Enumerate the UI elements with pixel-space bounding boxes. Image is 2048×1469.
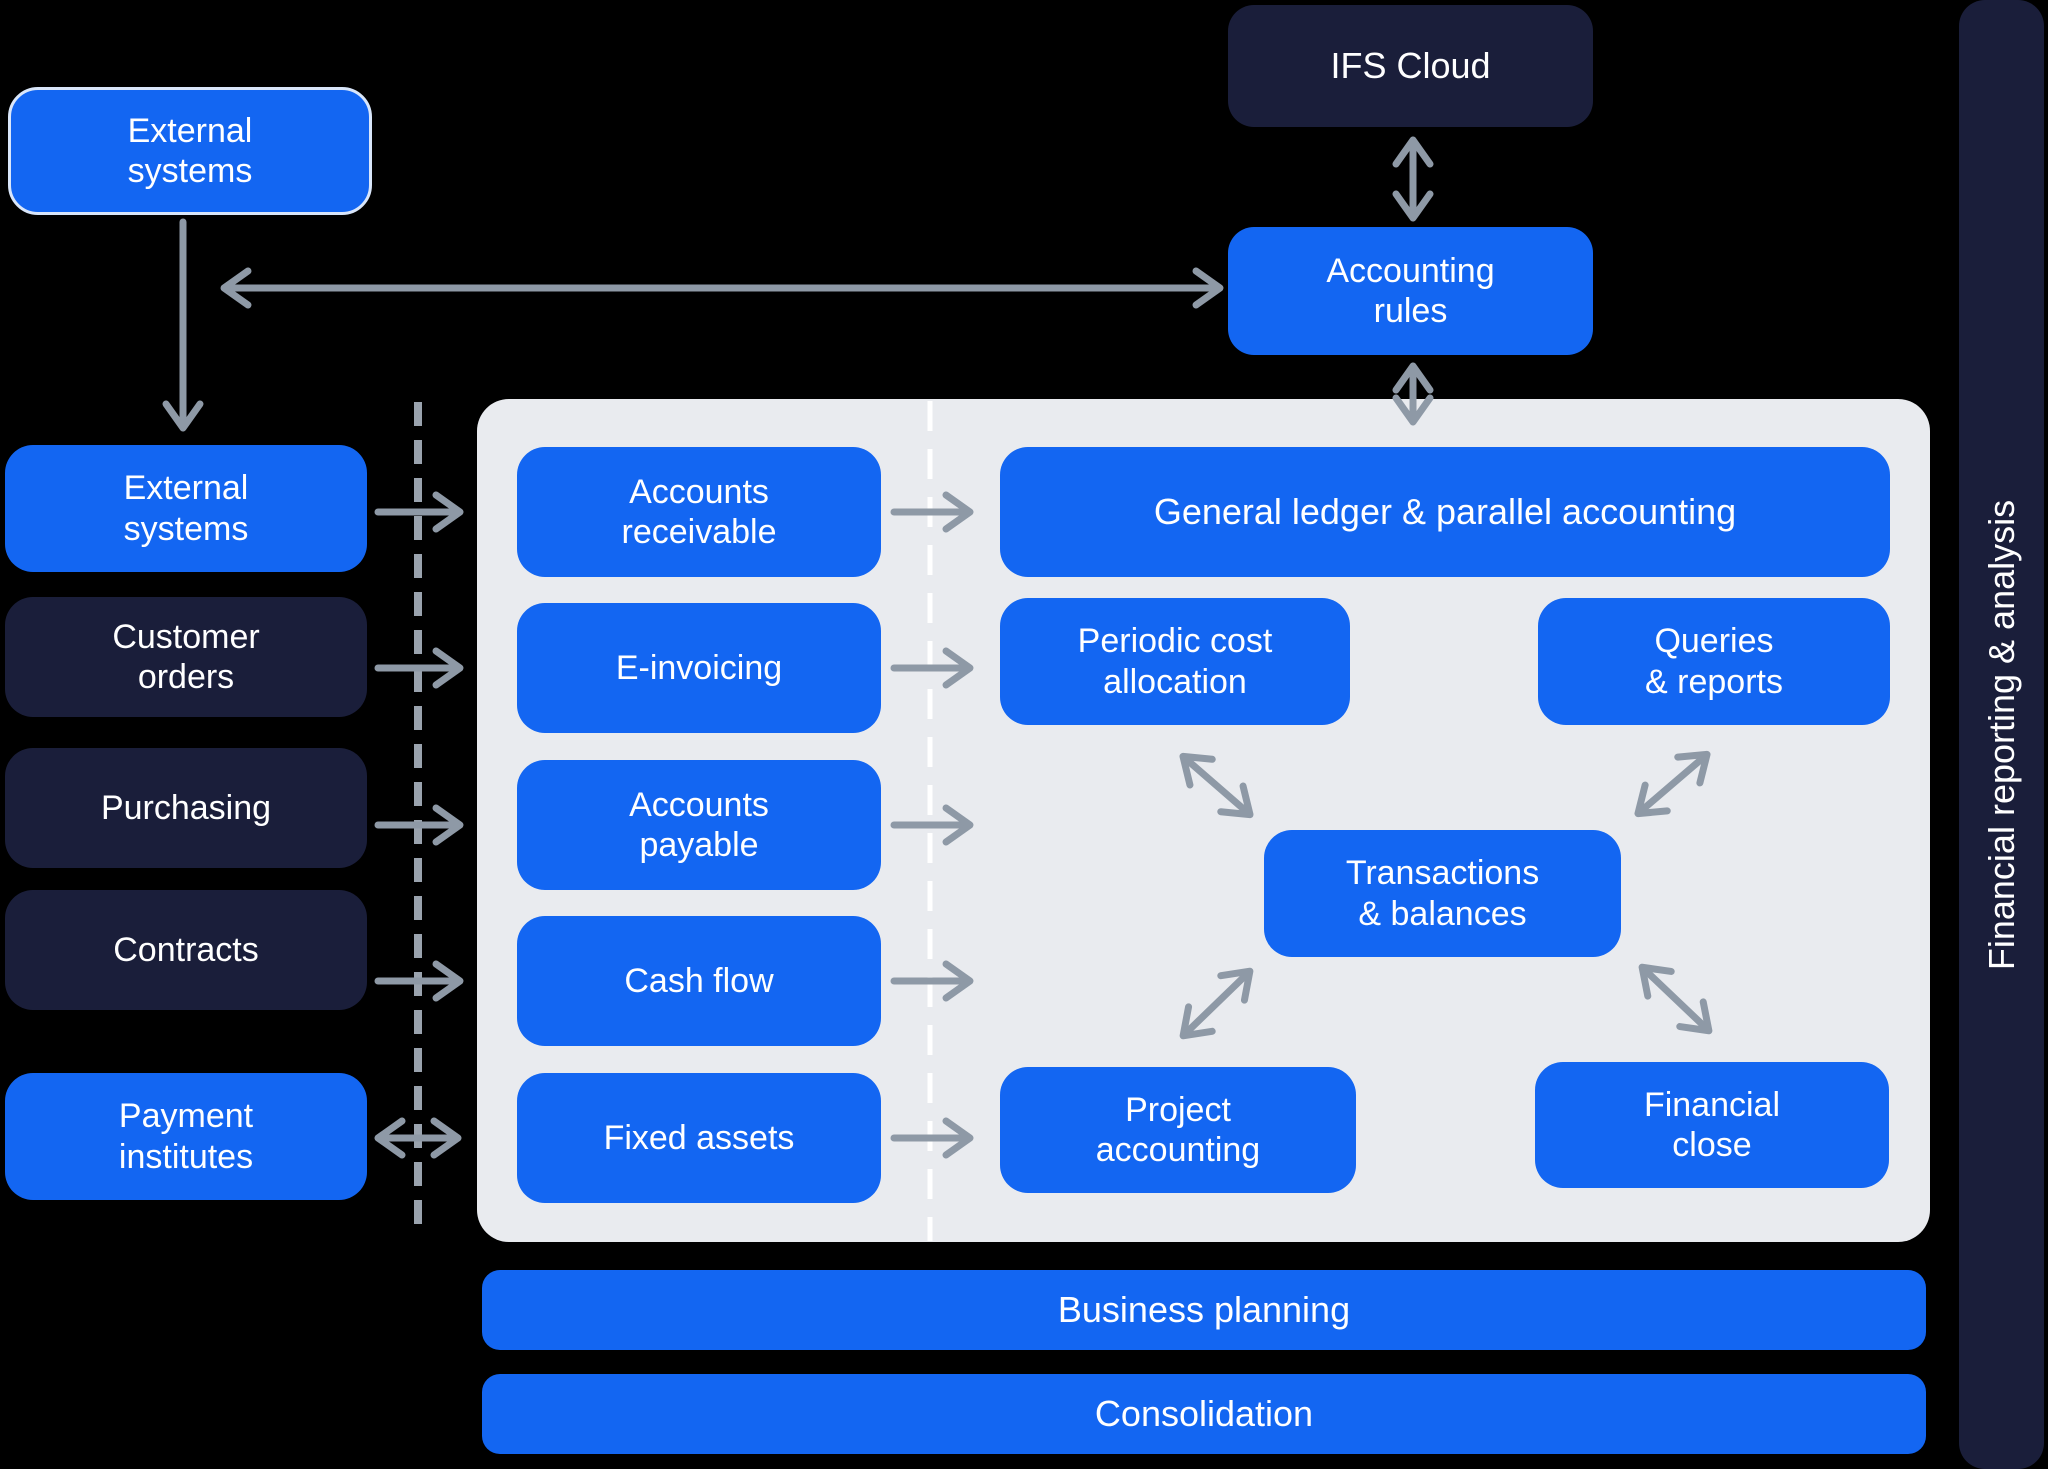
node-general-ledger: General ledger & parallel accounting bbox=[1000, 447, 1890, 577]
node-queries-reports: Queries & reports bbox=[1538, 598, 1890, 725]
sidebar-financial-reporting-label: Financial reporting & analysis bbox=[1980, 499, 2022, 970]
node-external-systems-top: External systems bbox=[8, 87, 372, 215]
bar-consolidation: Consolidation bbox=[482, 1374, 1926, 1454]
node-e-invoicing: E-invoicing bbox=[517, 603, 881, 733]
node-contracts: Contracts bbox=[5, 890, 367, 1010]
node-external-systems-left: External systems bbox=[5, 445, 367, 572]
node-accounts-receivable: Accounts receivable bbox=[517, 447, 881, 577]
node-periodic-cost-allocation: Periodic cost allocation bbox=[1000, 598, 1350, 725]
bar-business-planning: Business planning bbox=[482, 1270, 1926, 1350]
node-payment-institutes: Payment institutes bbox=[5, 1073, 367, 1200]
node-customer-orders: Customer orders bbox=[5, 597, 367, 717]
node-accounting-rules: Accounting rules bbox=[1228, 227, 1593, 355]
node-fixed-assets: Fixed assets bbox=[517, 1073, 881, 1203]
node-accounts-payable: Accounts payable bbox=[517, 760, 881, 890]
node-ifs-cloud: IFS Cloud bbox=[1228, 5, 1593, 127]
node-purchasing: Purchasing bbox=[5, 748, 367, 868]
node-financial-close: Financial close bbox=[1535, 1062, 1889, 1188]
node-project-accounting: Project accounting bbox=[1000, 1067, 1356, 1193]
sidebar-financial-reporting: Financial reporting & analysis bbox=[1959, 0, 2044, 1469]
node-transactions-balances: Transactions & balances bbox=[1264, 830, 1621, 957]
node-cash-flow: Cash flow bbox=[517, 916, 881, 1046]
